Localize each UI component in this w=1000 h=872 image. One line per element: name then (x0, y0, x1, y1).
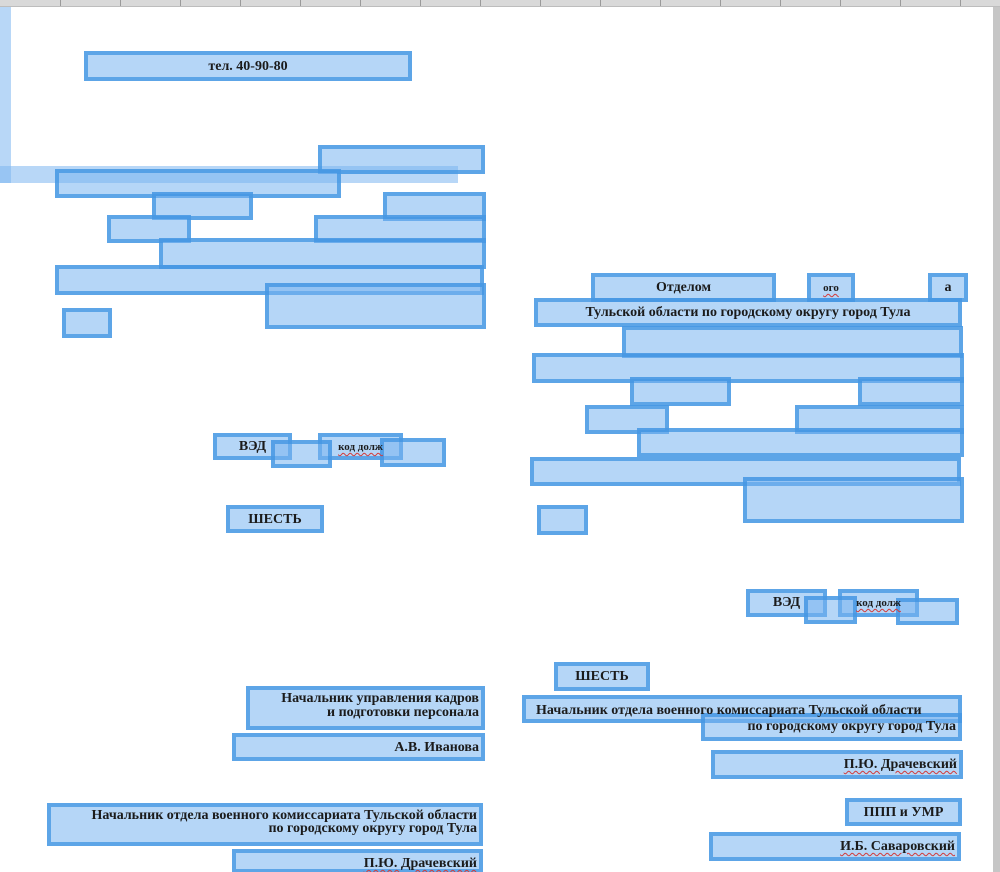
right-commissariat-line1: Начальник отдела военного комиссариата Т… (536, 703, 922, 718)
right-code-field-a (804, 596, 857, 624)
hr-name-box (232, 733, 485, 761)
left-commissariat-line1: Начальник отдела военного комиссариата Т… (91, 808, 477, 823)
hr-head-box (246, 686, 485, 730)
left-commissariat-line2: по городскому округу город Тула (268, 821, 477, 836)
right-commissariat-name-box (711, 750, 963, 779)
right-commissariat-box-2 (701, 713, 962, 741)
right-field-10 (537, 505, 588, 535)
right-count-box (554, 662, 650, 691)
right-ved-text: ВЭД (772, 595, 801, 610)
right-code-field-b (896, 598, 959, 625)
hr-head-line2: и подготовки персонала (327, 705, 479, 720)
ppp-name-text: И.Б. Саваровский (840, 839, 955, 854)
document-page[interactable]: тел. 40-90-80 ВЭД код долж ШЕСТЬ Отделом… (0, 7, 993, 872)
left-code-field-a (271, 440, 332, 468)
left-field-10 (62, 308, 112, 338)
left-count-box (226, 505, 324, 533)
left-field-1 (318, 145, 485, 174)
selection-overlay-top (0, 7, 11, 183)
left-commissariat-box (47, 803, 483, 846)
ppp-label-box (845, 798, 962, 826)
right-department-text: Отделом (655, 280, 711, 295)
phone-box (84, 51, 412, 81)
right-a-text: а (944, 280, 952, 295)
right-field-4 (858, 377, 964, 406)
left-count-text: ШЕСТЬ (248, 512, 302, 527)
right-region-text: Тульской области по городскому округу го… (585, 305, 911, 320)
right-field-3 (630, 377, 731, 406)
left-ved-text: ВЭД (238, 439, 267, 454)
left-field-9 (265, 283, 486, 329)
right-region-box (534, 298, 962, 327)
right-count-text: ШЕСТЬ (575, 669, 629, 684)
right-field-7 (637, 428, 964, 457)
right-field-9 (743, 477, 964, 523)
ppp-label-text: ППП и УМР (863, 805, 944, 820)
left-share-text: код долж (338, 441, 383, 453)
right-ogo-text: ого (823, 282, 839, 294)
right-a-box (928, 273, 968, 302)
horizontal-ruler (0, 0, 1000, 7)
right-share-text: код долж (856, 597, 901, 609)
right-commissariat-name: П.Ю. Драчевский (843, 757, 957, 772)
left-code-field-b (380, 438, 446, 467)
vertical-scrollbar[interactable] (993, 7, 1000, 872)
hr-name-text: А.В. Иванова (394, 740, 479, 755)
phone-text: тел. 40-90-80 (208, 59, 288, 74)
left-commissariat-name: П.Ю. Драчевский (363, 856, 477, 871)
right-commissariat-line2: по городскому округу город Тула (747, 719, 956, 734)
ppp-name-box (709, 832, 961, 861)
left-commissariat-name-box (232, 849, 483, 872)
hr-head-line1: Начальник управления кадров (281, 691, 479, 706)
